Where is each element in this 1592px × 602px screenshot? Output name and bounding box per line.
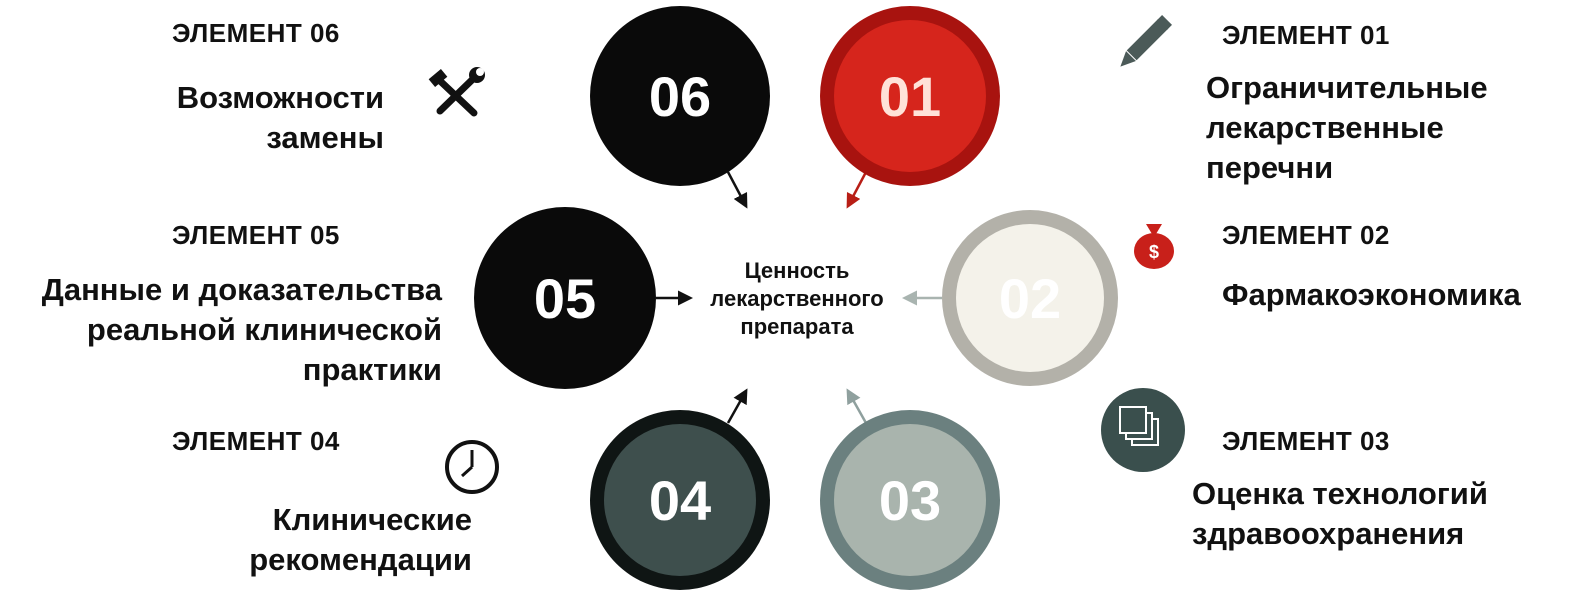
element-03-label: ЭЛЕМЕНТ 03: [1222, 426, 1390, 456]
clock-icon: [445, 440, 499, 494]
element-01-line-2: лекарственные: [1206, 110, 1444, 145]
element-06-description: Возможности замены: [130, 78, 384, 158]
arrow-01: [846, 171, 868, 209]
element-02-label: ЭЛЕМЕНТ 02: [1222, 220, 1390, 250]
element-03-line-1: Оценка технологий: [1192, 476, 1488, 511]
element-06-label: ЭЛЕМЕНТ 06: [172, 18, 340, 48]
element-05-description: Данные и доказательства реальной клиниче…: [8, 270, 442, 390]
center-line-1: Ценность: [745, 258, 850, 283]
element-01-description: Ограничительные лекарственные перечни: [1206, 68, 1546, 188]
element-02-description: Фармакоэкономика: [1222, 275, 1562, 315]
circle-01-number: 01: [879, 65, 941, 128]
money-bag-icon: $: [1134, 224, 1174, 269]
element-01-line-1: Ограничительные: [1206, 70, 1488, 105]
element-05-label: ЭЛЕМЕНТ 05: [172, 220, 340, 250]
tools-icon: [428, 67, 485, 117]
circle-05-number: 05: [534, 267, 596, 330]
circle-06-number: 06: [649, 65, 711, 128]
element-06-line-2: замены: [266, 120, 384, 155]
element-05-line-3: практики: [302, 352, 442, 387]
element-01-label: ЭЛЕМЕНТ 01: [1222, 20, 1390, 50]
circle-04-number: 04: [649, 469, 711, 532]
center-line-2: лекарственного: [710, 286, 883, 311]
element-05-line-1: Данные и доказательства: [41, 272, 442, 307]
arrow-03: [846, 388, 868, 424]
circle-02: 02: [942, 210, 1118, 386]
center-line-3: препарата: [740, 314, 854, 339]
element-02-line-1: Фармакоэкономика: [1222, 277, 1521, 312]
svg-text:$: $: [1149, 242, 1159, 262]
circle-04: 04: [590, 410, 770, 590]
circle-03: 03: [820, 410, 1000, 590]
element-03-description: Оценка технологий здравоохранения: [1192, 474, 1552, 554]
circle-02-number: 02: [999, 267, 1061, 330]
pencil-icon: [1120, 15, 1172, 67]
element-05-line-2: реальной клинической: [86, 312, 442, 347]
element-04-line-2: рекомендации: [249, 542, 472, 577]
element-04-line-1: Клинические: [272, 502, 472, 537]
circle-03-number: 03: [879, 469, 941, 532]
element-06-line-1: Возможности: [176, 80, 384, 115]
element-03-line-2: здравоохранения: [1192, 516, 1465, 551]
element-04-label: ЭЛЕМЕНТ 04: [172, 426, 340, 456]
arrow-04: [726, 388, 748, 424]
layers-icon: [1101, 388, 1185, 472]
circle-01: 01: [820, 6, 1000, 186]
arrow-06: [726, 171, 748, 209]
element-01-line-3: перечни: [1206, 150, 1334, 185]
center-label: Ценность лекарственного препарата: [710, 258, 883, 339]
circle-06: 06: [590, 6, 770, 186]
element-04-description: Клинические рекомендации: [200, 500, 472, 580]
circle-05: 05: [474, 207, 656, 389]
